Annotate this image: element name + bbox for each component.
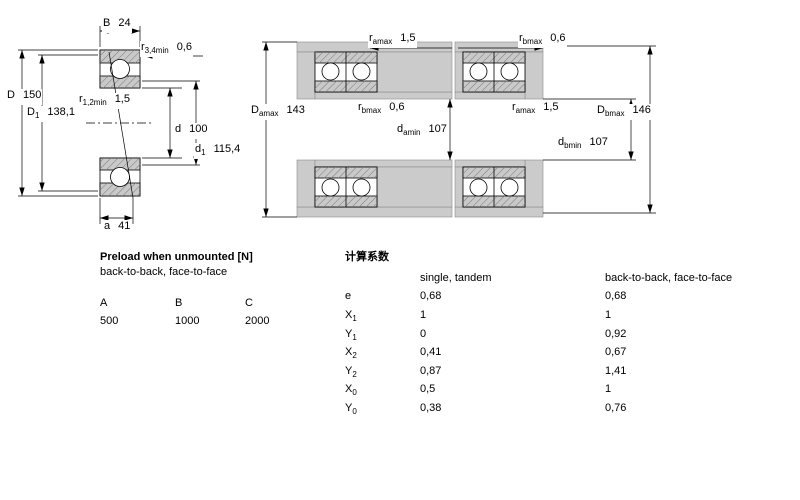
factor-row-x1: X1 1 1 (345, 309, 612, 324)
preload-value-a: 500 (100, 315, 119, 327)
preload-col-c: C (245, 297, 253, 309)
arrangement-b-bearings (462, 51, 526, 208)
single-bearing-drawing (86, 49, 154, 199)
preload-subtitle: back-to-back, face-to-face (100, 266, 228, 278)
factor-row-y1: Y1 0 0,92 (345, 327, 627, 342)
preload-values-row: 500 1000 2000 (100, 314, 269, 328)
preload-col-a: A (100, 297, 108, 309)
preload-column-headers: A B C (100, 296, 269, 310)
preload-value-b: 1000 (175, 315, 200, 327)
preload-col-b: B (175, 297, 183, 309)
factor-row-y0: Y0 0,38 0,76 (345, 401, 627, 417)
factor-row-y2: Y2 0,87 1,41 (345, 364, 627, 379)
preload-title: Preload when unmounted [N] (100, 251, 253, 263)
factors-label-col (345, 271, 420, 286)
factors-col1-header: single, tandem (420, 272, 492, 284)
arrangement-a-bearings (314, 51, 378, 208)
factor-row-x0: X0 0,5 1 (345, 383, 612, 398)
factor-row-x2: X2 0,41 0,67 (345, 346, 627, 361)
factor-row-e: e 0,68 0,68 (345, 290, 627, 303)
factors-title: 计算系数 (345, 251, 389, 263)
bearing-drawings-svg (18, 26, 656, 224)
calculation-factors-table: 计算系数 single, tandem back-to-back, face-t… (345, 250, 795, 420)
preload-value-c: 2000 (245, 315, 270, 327)
preload-table: Preload when unmounted [N] back-to-back,… (100, 250, 269, 328)
factors-col2-header: back-to-back, face-to-face (605, 272, 733, 284)
factors-column-headers: single, tandem back-to-back, face-to-fac… (345, 271, 795, 286)
